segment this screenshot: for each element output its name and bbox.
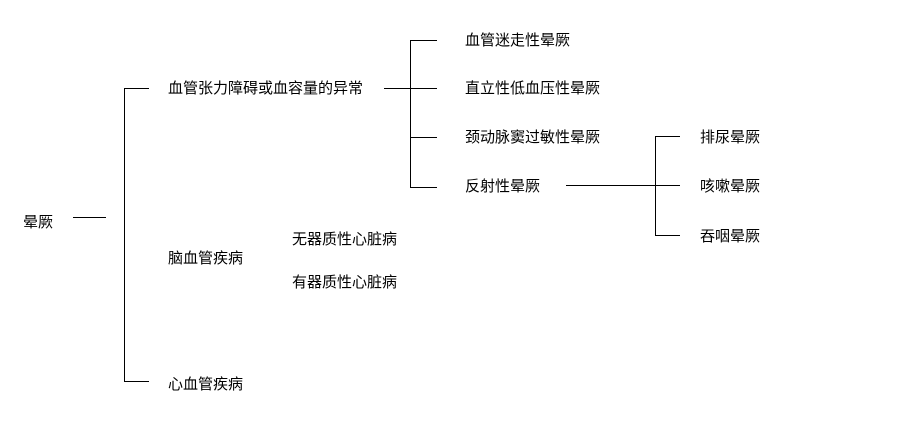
branch2-label: 脑血管疾病 xyxy=(168,249,244,267)
branch1-item: 血管迷走性晕厥 xyxy=(465,31,571,49)
branch1-label: 血管张力障碍或血容量的异常 xyxy=(168,79,364,97)
branch1-item: 直立性低血压性晕厥 xyxy=(465,79,601,97)
branch1-item-reflex: 反射性晕厥 xyxy=(465,177,541,195)
branch2-item: 无器质性心脏病 xyxy=(292,230,398,248)
root-node: 晕厥 xyxy=(23,213,54,231)
branch1-item: 颈动脉窦过敏性晕厥 xyxy=(465,128,601,146)
branch3-label: 心血管疾病 xyxy=(168,375,244,393)
reflex-item: 咳嗽晕厥 xyxy=(700,177,761,195)
reflex-item: 吞咽晕厥 xyxy=(700,227,761,245)
branch2-item: 有器质性心脏病 xyxy=(292,273,398,291)
reflex-item: 排尿晕厥 xyxy=(700,128,761,146)
